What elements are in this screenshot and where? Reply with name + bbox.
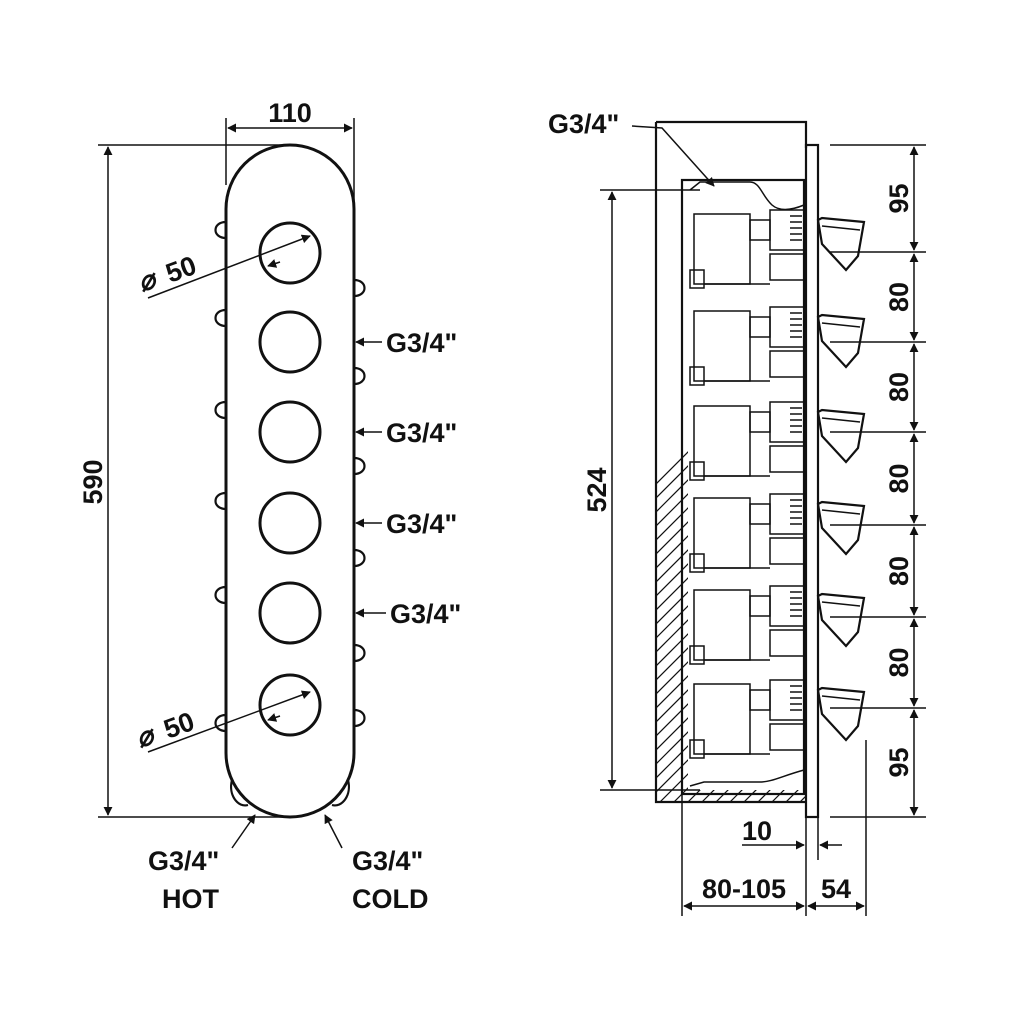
spacing-label-2: 80 xyxy=(884,282,914,312)
side-inlet-callouts: G3/4" G3/4" G3/4" G3/4" xyxy=(355,328,461,629)
spacing-label-3: 80 xyxy=(884,372,914,402)
spacing-label-5: 80 xyxy=(884,556,914,586)
plate-thickness-label: 10 xyxy=(742,816,772,846)
side-inlet-1: G3/4" xyxy=(386,328,457,358)
dim-height: 590 xyxy=(78,144,290,818)
height-label: 590 xyxy=(78,459,108,504)
side-knob-1 xyxy=(816,216,866,272)
hot-thread: G3/4" xyxy=(148,846,219,876)
dim-width: 110 xyxy=(225,98,355,210)
diameter-bottom-label: 50 xyxy=(160,706,198,744)
dim-diameter-top: ⌀ 50 xyxy=(134,234,311,299)
spacing-dimensions: 95 80 80 80 80 80 95 xyxy=(830,144,926,818)
diameter-symbol-top: ⌀ xyxy=(134,263,163,298)
top-thread-callout: G3/4" xyxy=(548,109,715,187)
hot-label: HOT xyxy=(162,884,220,914)
dim-inner-height: 524 xyxy=(582,189,700,791)
knob-2 xyxy=(258,310,322,374)
spacing-label-6: 80 xyxy=(884,647,914,677)
side-knob-6 xyxy=(816,686,866,742)
dim-plate-thickness: 10 xyxy=(742,816,842,860)
knob-3 xyxy=(258,400,322,464)
wall-outline xyxy=(654,120,808,804)
dim-depth: 80-105 54 xyxy=(681,740,867,916)
side-inlet-4: G3/4" xyxy=(390,599,461,629)
cartridge-6 xyxy=(689,679,805,759)
cartridge-5 xyxy=(689,585,805,665)
left-connectors xyxy=(214,220,227,733)
knob-5 xyxy=(258,581,322,645)
cartridge-4 xyxy=(689,493,805,573)
right-connectors xyxy=(353,278,366,728)
spacing-label-1: 95 xyxy=(884,183,914,213)
width-label: 110 xyxy=(268,98,312,128)
spacing-label-4: 80 xyxy=(884,463,914,493)
side-knob-3 xyxy=(816,408,866,464)
side-knob-5 xyxy=(816,592,866,648)
side-inlet-3: G3/4" xyxy=(386,509,457,539)
diameter-symbol-bottom: ⌀ xyxy=(132,719,161,754)
cold-thread: G3/4" xyxy=(352,846,423,876)
side-knob-4 xyxy=(816,500,866,556)
knob-4 xyxy=(258,491,322,555)
cold-label: COLD xyxy=(352,884,429,914)
cartridges xyxy=(689,209,805,759)
depth-label: 80-105 xyxy=(702,874,786,904)
hot-callout: G3/4" HOT xyxy=(148,814,256,914)
spacing-label-7: 95 xyxy=(884,747,914,777)
top-thread-label: G3/4" xyxy=(548,109,619,139)
knob-1 xyxy=(258,221,322,285)
front-view: 110 590 ⌀ 50 ⌀ 50 G3/4" G3/4" xyxy=(78,98,461,914)
front-knobs xyxy=(258,221,322,737)
dim-diameter-bottom: ⌀ 50 xyxy=(132,690,311,754)
diameter-top-label: 50 xyxy=(162,250,200,288)
cartridge-1 xyxy=(689,209,805,289)
inner-height-label: 524 xyxy=(582,467,612,512)
cold-callout: G3/4" COLD xyxy=(324,814,429,914)
side-knobs xyxy=(816,216,866,742)
side-plate xyxy=(804,143,820,819)
valve-body xyxy=(680,178,806,796)
side-inlet-2: G3/4" xyxy=(386,418,457,448)
cartridge-2 xyxy=(689,306,805,386)
side-knob-2 xyxy=(816,313,866,369)
knob-depth-label: 54 xyxy=(821,874,851,904)
wall-hatching xyxy=(656,122,806,802)
cartridge-3 xyxy=(689,401,805,481)
knob-6 xyxy=(258,673,322,737)
